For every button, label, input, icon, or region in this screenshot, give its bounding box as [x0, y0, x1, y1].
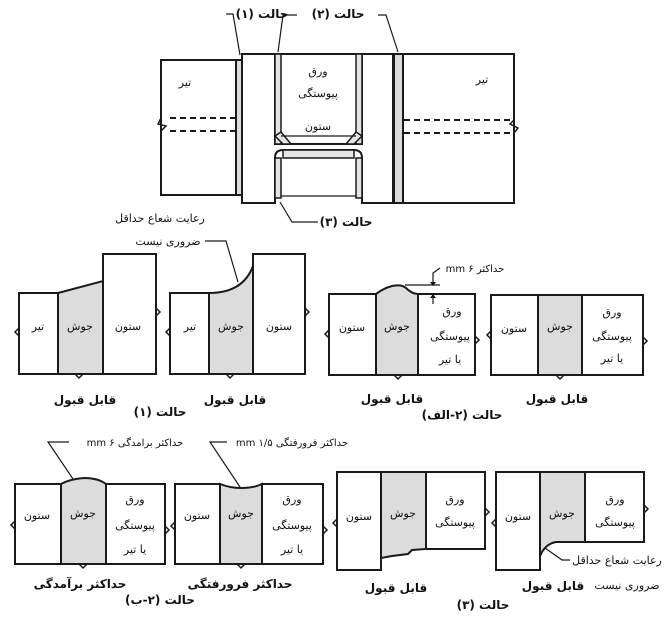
weld-label: جوش — [70, 507, 96, 520]
min-radius-note-2: ضروری نیست — [594, 579, 659, 592]
case3-callout: حالت (۳) — [320, 215, 373, 229]
column-label: ستون — [24, 509, 50, 522]
weld-label: جوش — [67, 320, 93, 333]
case3-title: حالت (۳) — [457, 598, 510, 612]
plate-label-2: پیوستگی — [595, 516, 635, 529]
beam-label: تیر — [183, 320, 196, 333]
case3-panel-a: ستون جوش ورق پیوستگی قابل قبول — [331, 471, 491, 596]
plate-label: ورق — [445, 493, 464, 506]
min-radius-note-1: رعایت شعاع حداقل — [115, 212, 205, 225]
case3-panel-b: ستون جوش ورق پیوستگی رعایت شعاع حداقل ضر… — [490, 471, 662, 594]
max-reinforcement-note: حداکثر برامدگی mm ۶ — [87, 437, 184, 449]
plate-label-2: پیوستگی — [435, 516, 475, 529]
plate-label: ورق — [125, 493, 144, 506]
plate-label-2: پیوستگی — [592, 330, 632, 343]
acceptable-caption: قابل قبول — [361, 392, 423, 407]
column-section: ورق پیوستگی ستون — [241, 53, 394, 204]
case2a-panel-b: ستون جوش ورق پیوستگی یا تیر قابل قبول — [485, 294, 649, 407]
column-label: ستون — [505, 510, 531, 523]
acceptable-caption: قابل قبول — [54, 393, 116, 408]
plate-label: ورق — [602, 306, 621, 319]
case2b-panel-a: حداکثر برامدگی mm ۶ ستون جوش ورق پیوستگی… — [9, 437, 184, 591]
min-radius-note-1: رعایت شعاع حداقل — [572, 554, 662, 567]
top-overview-diagram: تیر ورق پیوستگی ستون — [156, 7, 520, 229]
plate-label: ورق — [605, 493, 624, 506]
max-undercut-caption: حداکثر فرورفتگی — [188, 577, 293, 592]
plate-label-2: پیوستگی — [115, 519, 155, 532]
plate-label-2: پیوستگی — [430, 330, 470, 343]
plate-label-2: پیوستگی — [272, 519, 312, 532]
column-label: ستون — [184, 509, 210, 522]
plate-label: ورق — [282, 493, 301, 506]
case2-weld-strip — [393, 53, 404, 204]
acceptable-caption: قابل قبول — [204, 393, 266, 408]
column-label: ستون — [501, 322, 527, 335]
weld-label: جوش — [390, 507, 416, 520]
case2a-panel-a: حداکثر mm ۶ ستون جوش ورق پیوستگی یا تیر … — [323, 264, 505, 407]
case1-panel-a: تیر جوش ستون قابل قبول — [13, 253, 162, 408]
column-label: ستون — [346, 510, 372, 523]
weld-label: جوش — [549, 507, 575, 520]
max-reinforcement-caption: حداکثر برآمدگی — [34, 576, 127, 591]
column-label: ستون — [305, 120, 331, 133]
case2b-title: حالت (۲-ب) — [125, 593, 195, 607]
or-beam-label: یا تیر — [600, 352, 623, 365]
weld-label: جوش — [547, 320, 573, 333]
max-undercut-note: حداکثر فرورفتگی mm ۱/۵ — [236, 437, 348, 449]
min-radius-note-2: ضروری نیست — [135, 235, 200, 248]
plate-label: ورق — [442, 305, 461, 318]
weld-label: جوش — [228, 507, 254, 520]
acceptable-caption: قابل قبول — [365, 581, 427, 596]
acceptable-caption: قابل قبول — [522, 579, 584, 594]
or-beam-label: یا تیر — [438, 353, 461, 366]
right-beam: تیر — [402, 53, 520, 204]
weld-label: جوش — [218, 320, 244, 333]
weld-label: جوش — [384, 320, 410, 333]
column-label: ستون — [339, 321, 365, 334]
or-beam-label: یا تیر — [280, 543, 303, 556]
column-label: ستون — [115, 320, 141, 333]
case1-title: حالت (۱) — [134, 405, 187, 419]
beam-label: تیر — [31, 320, 44, 333]
case2-callout: حالت (۲) — [312, 7, 365, 21]
column-label: ستون — [266, 320, 292, 333]
max-6mm-note: حداکثر mm ۶ — [446, 264, 505, 275]
case1-callout: حالت (۱) — [236, 7, 289, 21]
or-beam-label: یا تیر — [123, 543, 146, 556]
acceptable-caption: قابل قبول — [526, 392, 588, 407]
left-beam-label: تیر — [178, 76, 191, 89]
plate-label-2: پیوستگی — [298, 87, 338, 100]
callouts-top: حالت (۱) حالت (۲) حالت (۳) — [226, 7, 399, 229]
left-beam: تیر — [156, 59, 237, 196]
case1-panel-b: تیر جوش ستون رعایت شعاع حداقل ضروری نیست… — [115, 212, 311, 408]
case2a-title: حالت (۲-الف) — [422, 408, 503, 422]
plate-label-1: ورق — [308, 65, 327, 78]
right-beam-label: تیر — [475, 73, 488, 86]
case2b-panel-b: حداکثر فرورفتگی mm ۱/۵ ستون جوش ورق پیوس… — [169, 437, 348, 592]
